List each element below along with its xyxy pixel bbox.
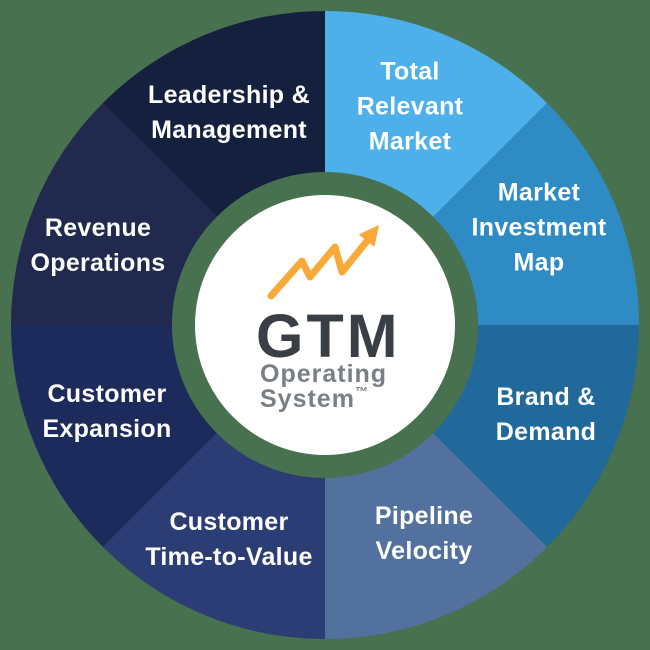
growth-arrow-icon xyxy=(267,237,371,300)
logo-subtitle-line1: Operating xyxy=(260,360,387,388)
wheel-segment-brand-demand xyxy=(433,325,639,548)
wheel-segment-customer-expansion xyxy=(11,325,217,548)
wheel-segment-pipeline-velocity xyxy=(325,433,548,639)
wheel-segment-market-investment-map xyxy=(433,102,639,325)
wheel-segment-revenue-operations xyxy=(11,102,217,325)
trademark-symbol: ™ xyxy=(355,384,369,399)
wheel-segment-total-relevant-market xyxy=(325,11,548,217)
growth-arrow-head-icon xyxy=(358,225,379,247)
center-circle xyxy=(195,195,455,455)
logo-system-text: System xyxy=(260,385,355,413)
wheel-segment-leadership-management xyxy=(102,11,325,217)
wheel-segments xyxy=(11,11,639,639)
wheel-segment-customer-time-to-value xyxy=(102,433,325,639)
logo-subtitle-line2: System™ xyxy=(260,384,369,413)
logo-brand-text: GTM xyxy=(256,302,401,370)
